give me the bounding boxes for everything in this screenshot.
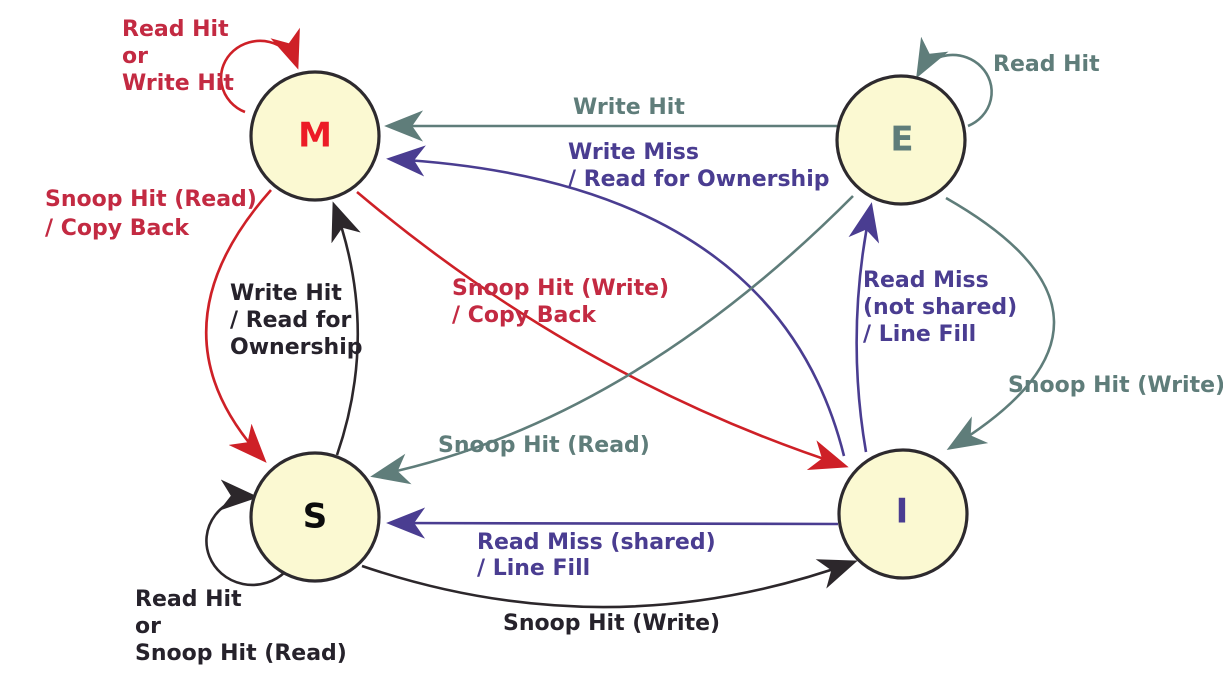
- edge-label-line: Snoop Hit (Read): [438, 433, 650, 458]
- edge-label-m-to-i: Snoop Hit (Write) / Copy Back: [452, 275, 669, 329]
- edge-label-line: or: [122, 44, 148, 69]
- edge-label-line: Read Hit: [135, 587, 242, 612]
- edge-label-line: Write Hit: [573, 95, 685, 120]
- edge-s-to-m-arrow: [331, 201, 361, 456]
- edge-label-line: Read Hit: [993, 52, 1100, 77]
- edge-label-m-to-s: Snoop Hit (Read) / Copy Back: [45, 185, 257, 243]
- edge-label-s-to-i: Snoop Hit (Write): [503, 610, 720, 637]
- edge-label-line: Read Hit: [122, 17, 229, 42]
- edge-i-to-m-arrow: [386, 145, 846, 457]
- edge-i-to-e-arrow: [848, 202, 880, 453]
- edge-label-i-to-m: Write Miss / Read for Ownership: [568, 139, 830, 193]
- edge-label-line: / Line Fill: [863, 322, 977, 347]
- edge-e-to-s-arrow: [370, 195, 854, 485]
- edge-label-line: Write Hit: [122, 71, 234, 96]
- edge-label-line: Ownership: [230, 335, 363, 360]
- edge-label-e-to-s: Snoop Hit (Read): [438, 432, 650, 459]
- edge-label-s-self: Read Hit or Snoop Hit (Read): [135, 586, 347, 667]
- edge-s-self-arrow: [205, 479, 286, 587]
- edge-label-line: (not shared): [863, 295, 1018, 320]
- edge-e-to-i-arrow: [945, 196, 1056, 451]
- edge-label-line: Write Hit: [230, 281, 342, 306]
- edge-m-to-s-arrow: [204, 189, 272, 463]
- edge-label-e-to-m: Write Hit: [573, 94, 685, 121]
- edge-label-line: Snoop Hit (Write): [1008, 373, 1223, 398]
- state-circle-s: [249, 451, 381, 583]
- edge-label-line: Snoop Hit (Write): [452, 276, 670, 301]
- edge-label-s-to-m: Write Hit / Read for Ownership: [230, 280, 363, 361]
- edge-label-line: Read Miss (shared): [477, 530, 716, 555]
- edge-label-line: / Line Fill: [477, 556, 591, 581]
- edge-label-e-to-i: Snoop Hit (Write): [1008, 372, 1223, 399]
- state-circle-m: [249, 70, 381, 202]
- state-label-i: I: [895, 491, 909, 532]
- edge-label-m-self: Read Hit or Write Hit: [122, 16, 234, 97]
- edge-label-i-to-s: Read Miss (shared) / Line Fill: [477, 530, 716, 582]
- edge-m-to-i-arrow: [356, 191, 849, 470]
- state-circle-i: [837, 448, 969, 580]
- edge-label-e-self: Read Hit: [993, 51, 1100, 78]
- state-label-m: M: [298, 115, 332, 156]
- edge-s-to-i-arrow: [361, 559, 858, 609]
- edge-label-line: Snoop Hit (Read): [45, 187, 257, 212]
- edge-label-i-to-e: Read Miss (not shared) / Line Fill: [863, 267, 1017, 348]
- edge-label-line: Write Miss: [568, 140, 699, 165]
- edge-label-line: / Copy Back: [45, 216, 189, 241]
- edge-label-line: / Read for Ownership: [568, 167, 830, 192]
- edge-label-line: or: [135, 614, 161, 639]
- edge-label-line: Snoop Hit (Read): [135, 641, 347, 666]
- edge-i-to-s-arrow: [386, 507, 839, 539]
- edge-label-line: Snoop Hit (Write): [503, 611, 721, 636]
- edge-e-self-arrow: [916, 36, 993, 128]
- state-circle-e: [835, 74, 967, 206]
- edge-label-line: / Read for: [230, 308, 352, 333]
- edge-label-line: Read Miss: [863, 268, 989, 293]
- edge-m-self-arrow: [219, 27, 300, 114]
- state-label-e: E: [890, 119, 914, 160]
- state-label-s: S: [302, 496, 328, 537]
- edge-label-line: / Copy Back: [452, 303, 596, 328]
